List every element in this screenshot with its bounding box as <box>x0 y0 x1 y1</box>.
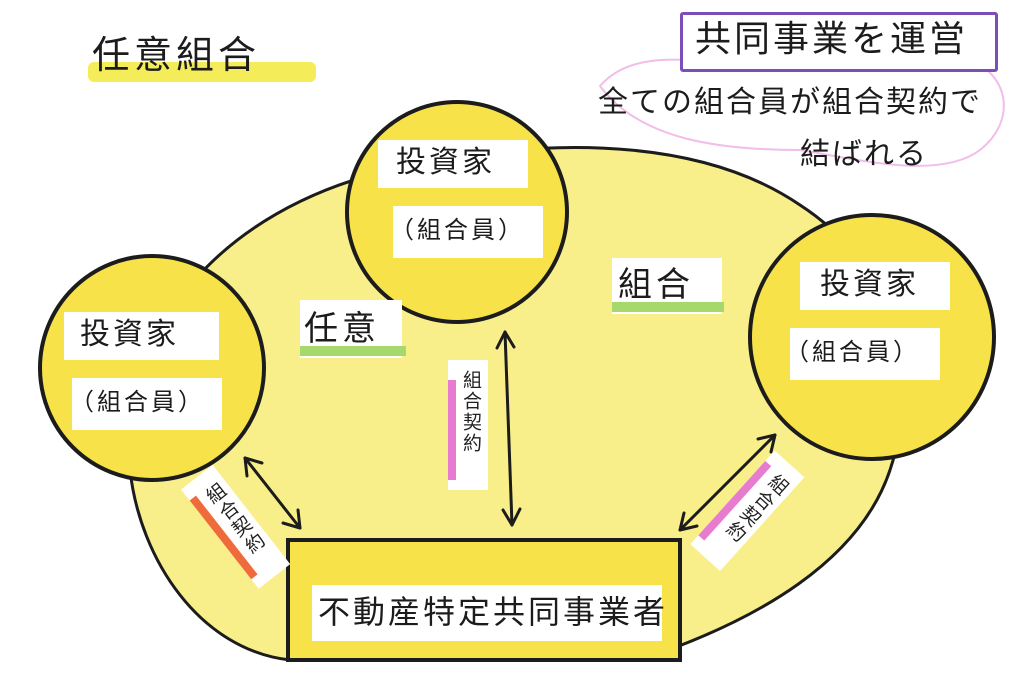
union-word-2: 組合 <box>618 265 694 305</box>
operator-label-box <box>312 585 662 641</box>
investor-top-role: （組合員） <box>390 216 525 244</box>
investor-top-role-box <box>393 206 543 258</box>
union-word-highlight-2 <box>612 302 724 312</box>
arrow-center <box>503 330 514 527</box>
investor-left-role-box <box>72 378 222 430</box>
arrow-left-head-2 <box>281 508 302 530</box>
union-word-highlight-1 <box>300 346 406 356</box>
arrow-left-head-1 <box>243 456 264 478</box>
investor-right-role: （組合員） <box>785 338 920 366</box>
investor-right-role-box <box>790 328 940 380</box>
arrow-left <box>243 456 302 530</box>
investor-top-name-box <box>378 140 528 188</box>
operator-label: 不動産特定共同事業者 <box>318 593 669 631</box>
arrow-center-head-2 <box>501 507 522 527</box>
diagram-title: 任意組合 <box>92 33 261 77</box>
investor-right-name: 投資家 <box>820 267 919 302</box>
investor-left-name: 投資家 <box>80 317 179 352</box>
arrow-right-head-2 <box>678 511 699 532</box>
investor-left-role: （組合員） <box>70 388 205 416</box>
investor-right-name-box <box>800 262 950 310</box>
top-box-label: 共同事業を運営 <box>695 19 969 60</box>
note-line-2: 結ばれる <box>800 137 928 172</box>
note-line-1: 全ての組合員が組合契約で <box>598 85 982 120</box>
arrow-right-head-1 <box>756 433 777 454</box>
contract-highlight-right <box>698 460 772 541</box>
arrow-right <box>678 433 777 532</box>
investor-left-name-box <box>64 312 219 360</box>
contract-label-center: 組合契約 <box>460 370 482 454</box>
arrow-center-head-1 <box>495 330 516 350</box>
investor-top-name: 投資家 <box>396 145 495 180</box>
contract-highlight-left <box>189 495 258 580</box>
top-box-frame <box>680 12 998 72</box>
contract-box-left <box>181 464 291 589</box>
title-highlight <box>88 62 316 82</box>
contract-highlight-center <box>448 380 456 480</box>
union-word-1: 任意 <box>304 309 380 349</box>
contract-box-right <box>690 450 805 571</box>
investor-circle-left <box>38 254 266 482</box>
